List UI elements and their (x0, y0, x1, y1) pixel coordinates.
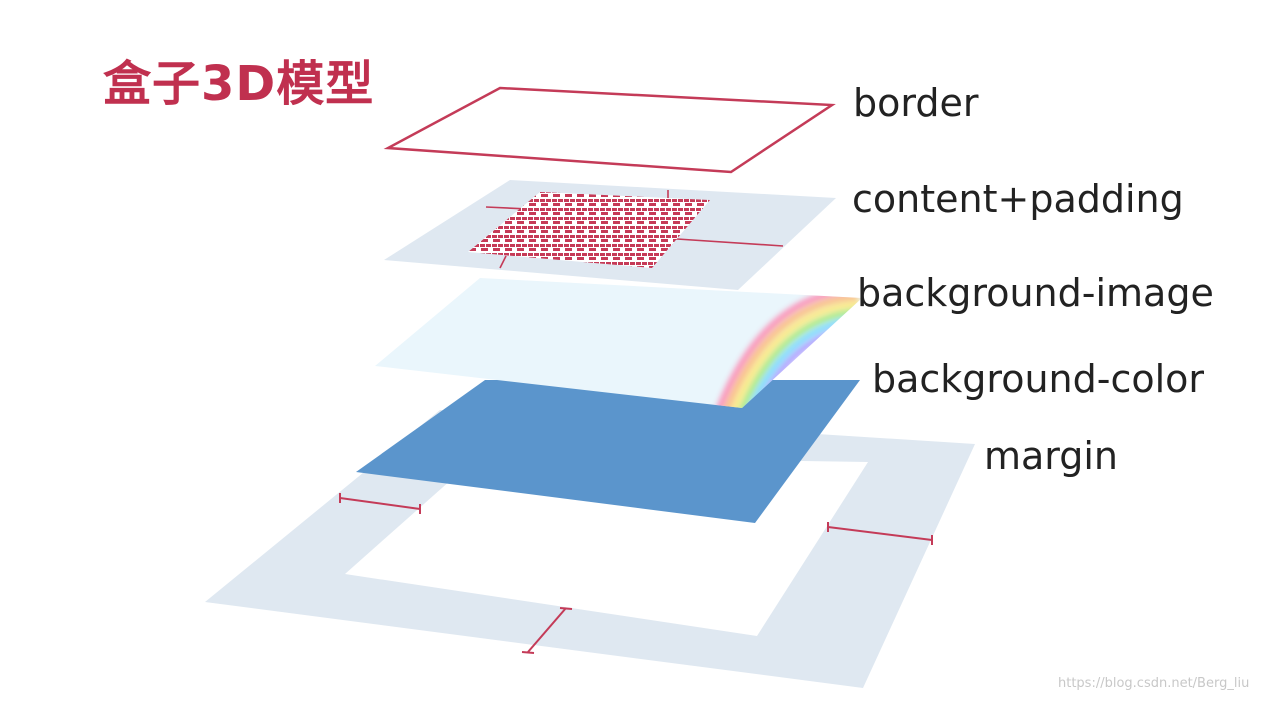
content-padding-layer (384, 180, 836, 290)
content-text-block (468, 192, 710, 268)
label-background-color: background-color (872, 357, 1205, 401)
label-border: border (853, 81, 979, 125)
margin-layer (205, 410, 975, 688)
label-content-padding: content+padding (852, 177, 1184, 221)
margin-frame (205, 410, 975, 688)
label-margin: margin (984, 434, 1119, 478)
label-background-image: background-image (857, 271, 1214, 315)
watermark-url: https://blog.csdn.net/Berg_liu (1058, 676, 1250, 691)
border-layer (383, 86, 836, 174)
margin-measure-lines (339, 493, 933, 654)
background-color-layer (356, 380, 860, 523)
diagram-title: 盒子3D模型 (103, 56, 375, 112)
